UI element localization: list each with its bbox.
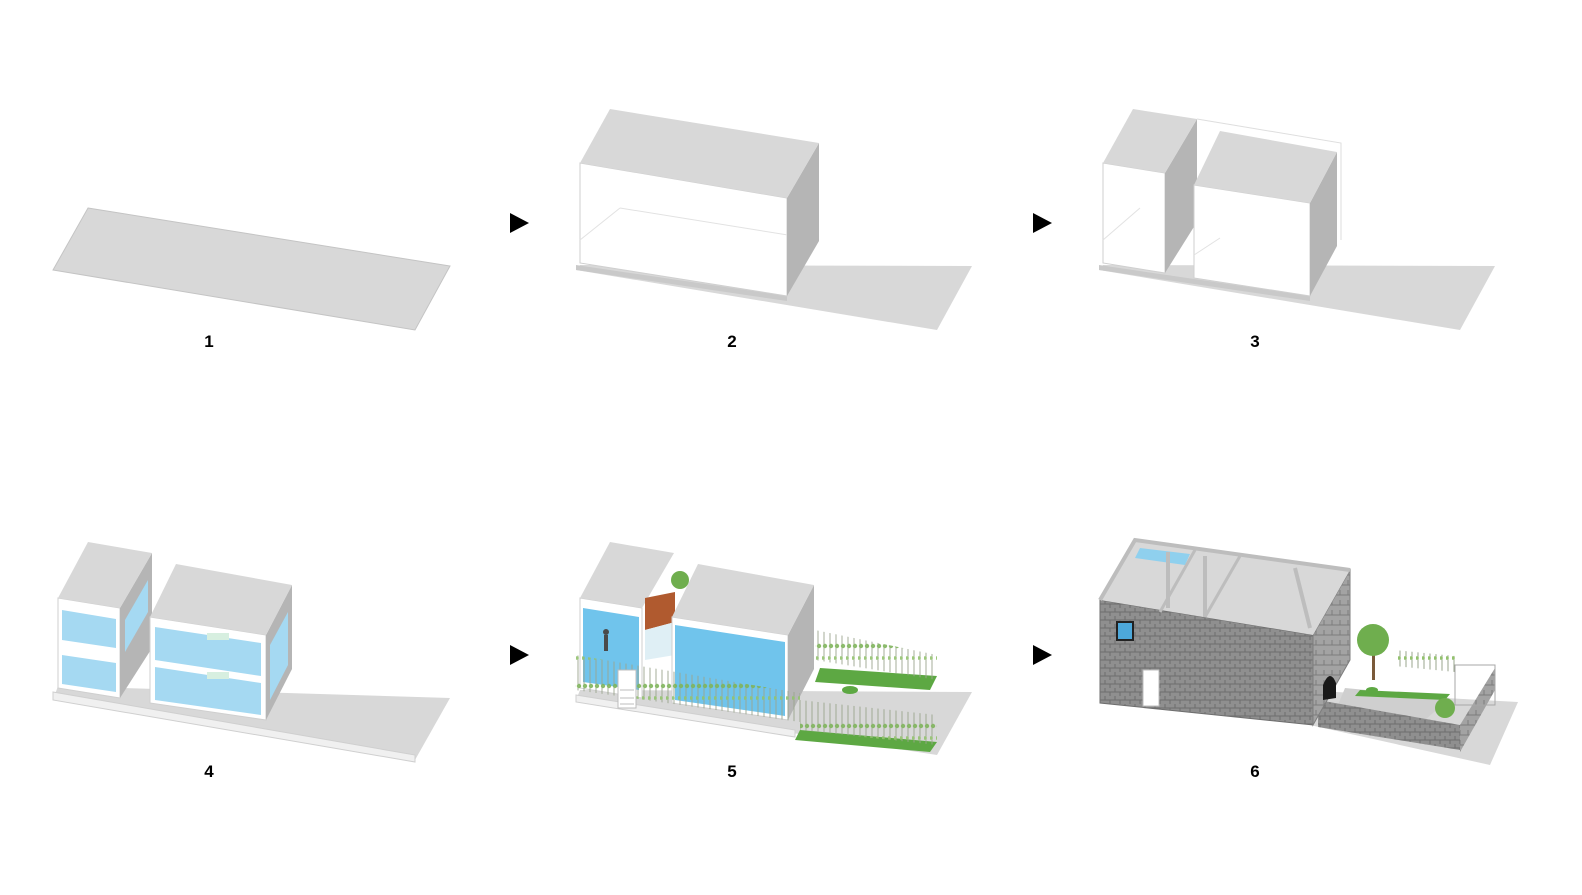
site-plot-icon <box>52 207 451 331</box>
landscaped-house-icon <box>575 542 972 755</box>
step-label-1: 1 <box>204 332 214 351</box>
brick-facade-house-icon <box>1098 537 1518 765</box>
step-label-4: 4 <box>204 762 214 781</box>
arrows <box>510 213 1052 665</box>
play-arrow-icon <box>1033 213 1052 233</box>
step-label-3: 3 <box>1250 332 1260 351</box>
glazed-floors-icon <box>52 542 450 763</box>
play-arrow-icon <box>1033 645 1052 665</box>
step-label-6: 6 <box>1250 762 1260 781</box>
play-arrow-icon <box>510 213 529 233</box>
building-volume-icon <box>576 109 972 330</box>
step-label-5: 5 <box>727 762 737 781</box>
play-arrow-icon <box>510 645 529 665</box>
step-label-2: 2 <box>727 332 737 351</box>
split-volumes-icon <box>1099 109 1495 330</box>
